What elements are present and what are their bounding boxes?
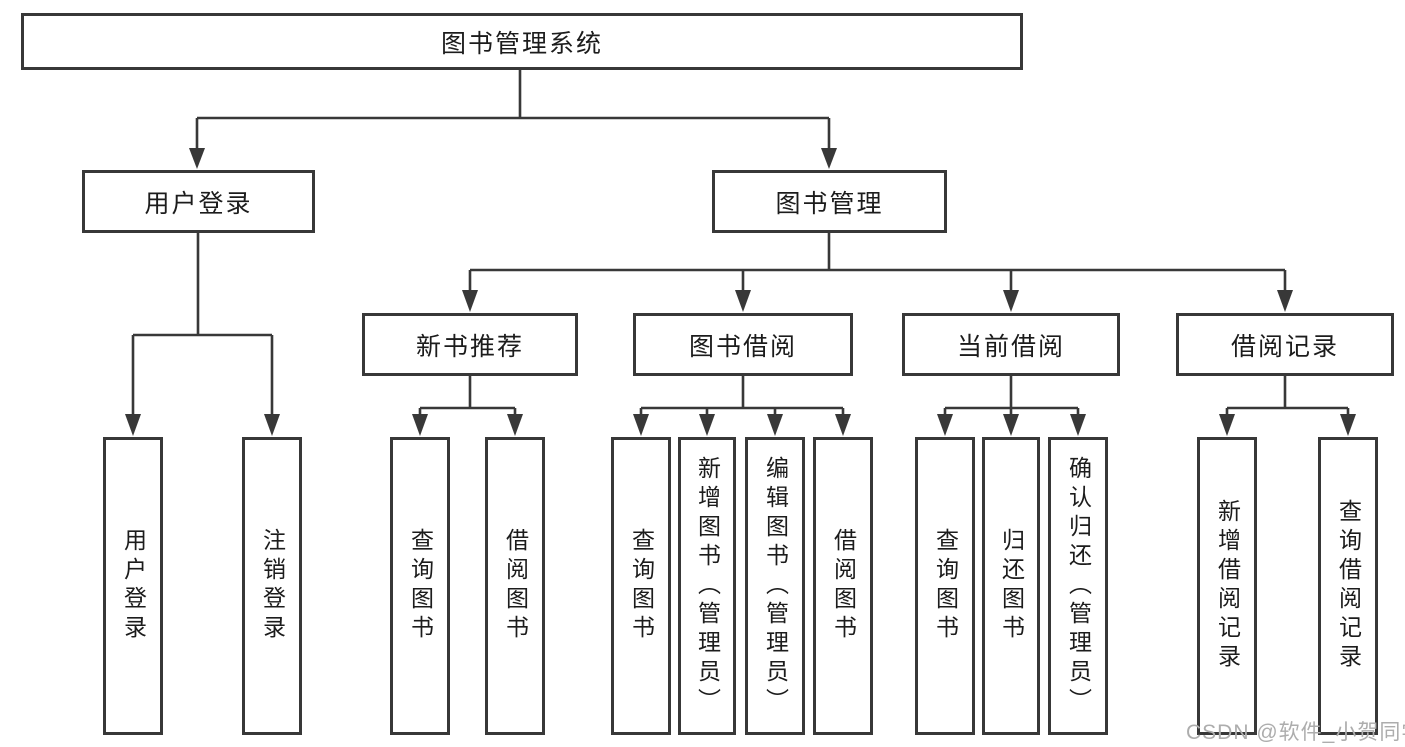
edge-newbooks-to-leaves (418, 376, 517, 415)
leaf-newbooks-borrow: 借阅图书 (485, 437, 545, 735)
leaf-borrow-edit-books-label: 编辑图书（管理员） (762, 455, 789, 717)
leaf-current-query-books-label: 查询图书 (932, 528, 959, 644)
arrowhead-icon (507, 414, 523, 436)
leaf-borrow-add-books: 新增图书（管理员） (678, 437, 736, 735)
leaf-newbooks-query-label: 查询图书 (407, 528, 434, 644)
leaf-current-confirm-return-label: 确认归还（管理员） (1065, 455, 1092, 717)
arrowhead-icon (633, 414, 649, 436)
node-book-management: 图书管理 (712, 170, 947, 233)
arrowhead-icon (1070, 414, 1086, 436)
node-user-login-label: 用户登录 (144, 189, 253, 218)
leaf-newbooks-query: 查询图书 (390, 437, 450, 735)
node-new-book-recommend-label: 新书推荐 (415, 332, 524, 361)
node-book-management-label: 图书管理 (775, 189, 884, 218)
leaf-borrow-query-books-label: 查询图书 (628, 528, 655, 644)
arrowhead-icon (1003, 290, 1019, 312)
node-root: 图书管理系统 (21, 13, 1023, 70)
arrowhead-icon (412, 414, 428, 436)
leaf-borrow-add-books-label: 新增图书（管理员） (694, 455, 721, 717)
edge-currentborrow-to-leaves (943, 376, 1080, 415)
leaf-logout: 注销登录 (242, 437, 302, 735)
arrowhead-icon (735, 290, 751, 312)
leaf-user-login: 用户登录 (103, 437, 163, 735)
leaf-records-query: 查询借阅记录 (1318, 437, 1378, 735)
edge-bookmgmt-to-level3 (468, 233, 1287, 291)
leaf-current-query-books: 查询图书 (915, 437, 975, 735)
leaf-current-return-books-label: 归还图书 (998, 528, 1025, 644)
node-root-label: 图书管理系统 (440, 29, 603, 58)
csdn-watermark: CSDN @软件_小贺同学 (1186, 721, 1405, 744)
node-new-book-recommend: 新书推荐 (362, 313, 578, 376)
arrowhead-icon (264, 414, 280, 436)
arrowhead-icon (462, 290, 478, 312)
node-borrow-records: 借阅记录 (1176, 313, 1394, 376)
arrowhead-icon (125, 414, 141, 436)
leaf-borrow-query-books: 查询图书 (611, 437, 671, 735)
arrowhead-icon (1340, 414, 1356, 436)
edge-userlogin-to-leaves (131, 233, 274, 414)
arrowhead-icon (189, 148, 205, 169)
arrowhead-icon (767, 414, 783, 436)
leaf-records-query-label: 查询借阅记录 (1335, 499, 1362, 673)
node-book-borrow-label: 图书借阅 (688, 332, 797, 361)
leaf-borrow-borrow-books-label: 借阅图书 (830, 528, 857, 644)
leaf-records-add-label: 新增借阅记录 (1214, 499, 1241, 673)
edge-borrowrecords-to-leaves (1225, 376, 1350, 415)
node-current-borrow-label: 当前借阅 (956, 332, 1065, 361)
arrowhead-icon (1219, 414, 1235, 436)
arrowhead-icon (835, 414, 851, 436)
arrowhead-icon (821, 148, 837, 169)
leaf-current-return-books: 归还图书 (982, 437, 1040, 735)
node-current-borrow: 当前借阅 (902, 313, 1120, 376)
node-book-borrow: 图书借阅 (633, 313, 853, 376)
leaf-user-login-label: 用户登录 (120, 528, 147, 644)
arrowhead-icon (1003, 414, 1019, 436)
leaf-borrow-edit-books: 编辑图书（管理员） (745, 437, 805, 735)
arrowhead-icon (699, 414, 715, 436)
leaf-borrow-borrow-books: 借阅图书 (813, 437, 873, 735)
leaf-logout-label: 注销登录 (259, 528, 286, 644)
leaf-current-confirm-return: 确认归还（管理员） (1048, 437, 1108, 735)
edge-root-to-level2 (195, 70, 831, 150)
arrowhead-icon (1277, 290, 1293, 312)
arrowhead-icon (937, 414, 953, 436)
leaf-records-add: 新增借阅记录 (1197, 437, 1257, 735)
node-user-login: 用户登录 (82, 170, 315, 233)
edge-bookborrow-to-leaves (639, 376, 845, 415)
node-borrow-records-label: 借阅记录 (1230, 332, 1339, 361)
leaf-newbooks-borrow-label: 借阅图书 (502, 528, 529, 644)
